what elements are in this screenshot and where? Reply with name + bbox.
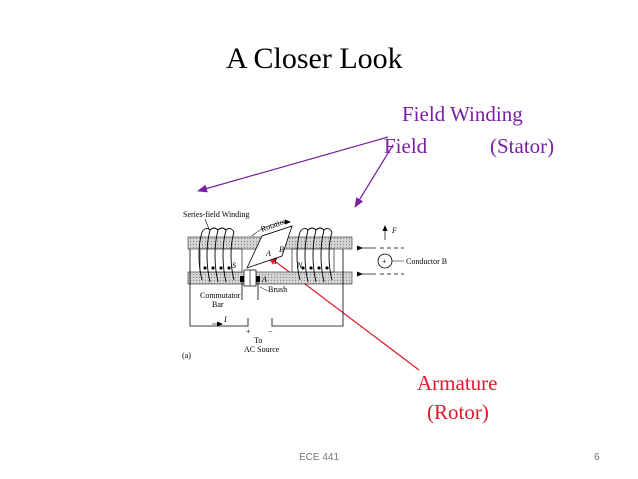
pole-n-text: N — [296, 261, 303, 270]
brush-left — [240, 276, 244, 282]
conductor-a-text: A — [265, 249, 271, 258]
footer-course: ECE 441 — [299, 452, 340, 463]
conductor-b-inset: F + Conductor B — [357, 225, 447, 277]
footer-page-number: 6 — [594, 452, 600, 463]
conductor-plus-text: + — [382, 257, 387, 266]
left-field-coil — [198, 227, 235, 283]
field-label: Field — [384, 134, 428, 158]
force-f-text: F — [391, 226, 397, 235]
conductor-b-text: B — [279, 245, 284, 254]
stator-yoke-bottom — [187, 271, 353, 285]
current-i-bottom-text: I — [223, 315, 227, 324]
armature-label: Armature — [417, 371, 498, 395]
ac-source-text: AC Source — [244, 345, 280, 354]
field-winding-arrow — [197, 136, 389, 193]
commutator-text-1: Commutator — [200, 291, 241, 300]
current-i-text: I — [273, 257, 277, 266]
right-field-coil — [296, 227, 333, 283]
rotation-arrow — [251, 219, 291, 237]
minus-text: − — [268, 327, 273, 336]
brush-right — [256, 276, 260, 282]
conductor-a-lower-text: A — [261, 275, 267, 284]
slide-title: A Closer Look — [226, 42, 403, 75]
plus-text: + — [246, 327, 251, 336]
field-winding-label: Field Winding — [402, 102, 523, 126]
pole-s-text: S — [232, 261, 236, 270]
leader-line — [204, 218, 210, 230]
coil-dots — [203, 266, 329, 270]
conductor-b-label-text: Conductor B — [406, 257, 447, 266]
stator-label: (Stator) — [490, 134, 555, 158]
commutator-text-2: Bar — [212, 300, 224, 309]
series-field-winding-text: Series-field Winding — [183, 210, 249, 219]
field-arrow — [354, 144, 394, 208]
to-text: To — [254, 336, 262, 345]
figure-tag-text: (a) — [182, 351, 191, 360]
rotor-label: (Rotor) — [427, 400, 489, 424]
brush-text: Brush — [268, 285, 287, 294]
